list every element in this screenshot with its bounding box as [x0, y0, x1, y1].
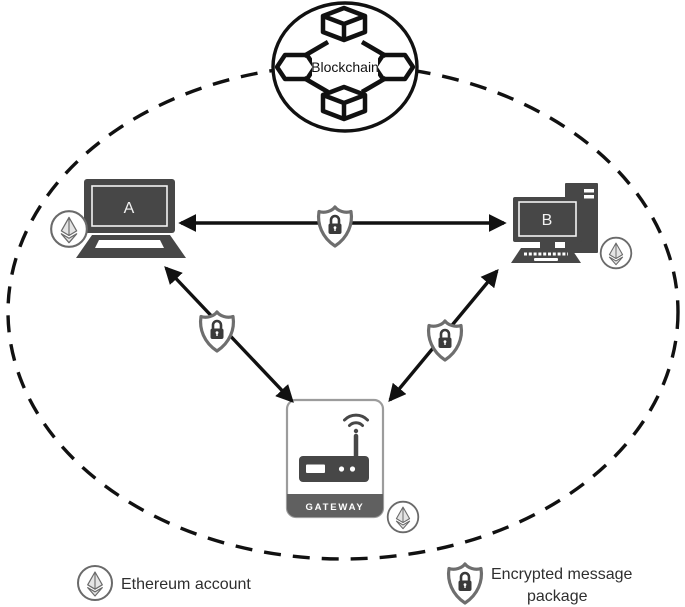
ethereum-icon-a — [50, 210, 88, 248]
router-body — [299, 456, 369, 482]
laptop-screen — [84, 179, 175, 233]
shield-lock-icon-a-gateway — [198, 310, 236, 353]
node-a-label: A — [124, 200, 135, 217]
cube-icon — [323, 8, 365, 40]
legend-ethereum-item: Ethereum account — [77, 565, 251, 601]
node-b-label: B — [542, 212, 553, 229]
monitor-stand — [540, 242, 555, 248]
legend-encrypted-label-line2: package — [527, 588, 588, 605]
tower-vent — [584, 189, 594, 193]
ethereum-icon-gateway — [386, 500, 420, 534]
router-display — [306, 464, 325, 473]
wifi-icon — [343, 413, 369, 422]
blockchain-node: Blockchain — [271, 1, 419, 133]
ethereum-icon — [77, 565, 113, 601]
legend: Ethereum account Encrypted message packa… — [77, 562, 633, 605]
computer-b-node: B — [511, 183, 598, 263]
legend-encrypted-item: Encrypted message package — [446, 562, 633, 605]
laptop-base-slot — [95, 240, 164, 248]
legend-ethereum-label: Ethereum account — [121, 576, 251, 593]
router-led — [338, 466, 345, 472]
laptop-screen-border — [91, 185, 168, 227]
laptop-a-node: A — [76, 179, 186, 258]
shield-lock-icon-a-b — [316, 205, 354, 248]
monitor-border — [518, 201, 577, 237]
tower-vent — [584, 195, 594, 199]
legend-encrypted-label-line1: Encrypted message — [491, 566, 633, 583]
blockchain-label: Blockchain — [311, 59, 379, 75]
shield-lock-icon-b-gateway — [426, 319, 464, 362]
gateway-node: GATEWAY — [285, 398, 385, 519]
keyboard-spacebar — [534, 258, 558, 261]
wifi-icon — [353, 428, 359, 434]
ethereum-icon-b — [599, 236, 633, 270]
gateway-label: GATEWAY — [305, 502, 364, 513]
gateway-band — [287, 494, 383, 517]
cube-icon — [323, 87, 365, 119]
shield-lock-icon — [446, 562, 484, 605]
chain-connectors — [302, 40, 388, 94]
router-led — [349, 466, 356, 472]
computer-monitor — [513, 197, 582, 242]
blockchain-label-bg — [312, 56, 378, 78]
wifi-icon — [348, 421, 364, 427]
